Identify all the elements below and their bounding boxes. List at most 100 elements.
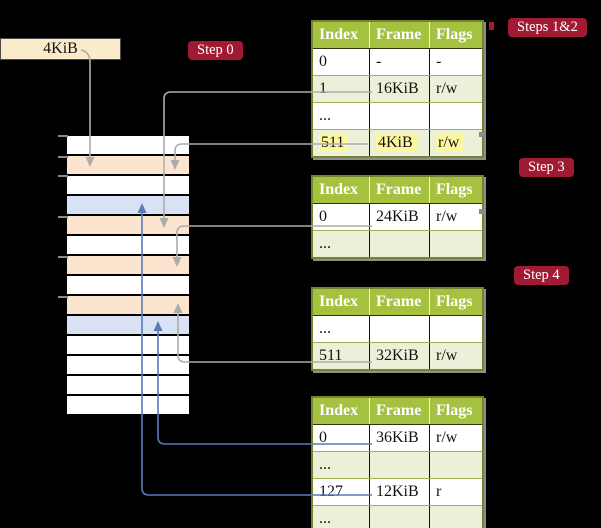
column-header: Frame bbox=[370, 289, 430, 315]
tick-mark bbox=[58, 296, 68, 298]
table-cell: r bbox=[436, 483, 442, 500]
table-cell bbox=[430, 103, 482, 129]
table-cell bbox=[430, 316, 482, 342]
table-row: ... bbox=[313, 505, 482, 528]
memory-frame-row bbox=[67, 376, 189, 394]
table-cell: - bbox=[370, 49, 430, 75]
table-cell bbox=[370, 103, 430, 129]
table-cell: r/w bbox=[436, 208, 458, 225]
column-header: Index bbox=[313, 398, 370, 424]
table-cell: r/w bbox=[436, 429, 458, 446]
table-cell: ... bbox=[313, 452, 370, 478]
table-cell: r/w bbox=[430, 130, 482, 156]
table-cell bbox=[370, 316, 430, 342]
table-cell: 32KiB bbox=[370, 343, 430, 369]
column-header: Frame bbox=[370, 398, 430, 424]
table-row: 511 4KiB r/w bbox=[313, 129, 482, 156]
table-cell: 511 bbox=[313, 343, 370, 369]
badge-step-4: Step 4 bbox=[514, 266, 569, 285]
table-cell: r/w bbox=[436, 347, 458, 364]
root-table-address-box: 4KiB bbox=[0, 38, 121, 60]
table-cell: r/w bbox=[436, 80, 458, 97]
table-cell: 0 bbox=[313, 204, 370, 230]
highlighted-value: 511 bbox=[319, 134, 349, 152]
badge-step-0: Step 0 bbox=[188, 41, 243, 60]
column-header: Frame bbox=[370, 177, 430, 203]
table-cell bbox=[430, 506, 482, 528]
table-cell: - bbox=[436, 53, 442, 70]
table-cell bbox=[370, 506, 430, 528]
column-header: Index bbox=[313, 177, 370, 203]
badge-step-3: Step 3 bbox=[519, 158, 574, 177]
table-row: ... bbox=[313, 102, 482, 129]
table-row: ... bbox=[313, 316, 482, 342]
memory-frame-row bbox=[67, 336, 189, 354]
tick-mark bbox=[58, 175, 68, 177]
table-cell: 24KiB bbox=[370, 204, 430, 230]
badge-steps-1-2: Steps 1&2 bbox=[508, 18, 587, 37]
column-header: Flags bbox=[436, 181, 473, 198]
table-cell: 127 bbox=[313, 479, 370, 505]
table-cell: 1 bbox=[313, 76, 370, 102]
table-cell: 0 bbox=[313, 425, 370, 451]
table-cell bbox=[430, 452, 482, 478]
table-cell: 511 bbox=[313, 130, 370, 156]
memory-frame-row bbox=[67, 136, 189, 154]
table-cell: 16KiB bbox=[370, 76, 430, 102]
memory-frame-row bbox=[67, 176, 189, 194]
table-cell bbox=[430, 231, 482, 257]
table-cell: ... bbox=[313, 316, 370, 342]
table-cell: ... bbox=[313, 231, 370, 257]
memory-frame-row bbox=[67, 276, 189, 294]
table-cell: 36KiB bbox=[370, 425, 430, 451]
column-header: Flags bbox=[436, 293, 473, 310]
memory-frame-row bbox=[67, 236, 189, 254]
memory-frame-row bbox=[67, 256, 189, 274]
memory-frame-row bbox=[67, 296, 189, 314]
table-cell: 12KiB bbox=[370, 479, 430, 505]
column-header: Flags bbox=[436, 26, 473, 43]
memory-frame-row bbox=[67, 196, 189, 214]
memory-frame-row bbox=[67, 156, 189, 174]
table-cell: ... bbox=[313, 506, 370, 528]
column-header: Frame bbox=[370, 22, 430, 48]
connector-stub-steps12 bbox=[489, 22, 494, 30]
table-cell bbox=[370, 452, 430, 478]
memory-frame-row bbox=[67, 216, 189, 234]
connector-stub-row0 bbox=[479, 209, 485, 214]
memory-frame-row bbox=[67, 316, 189, 334]
tick-mark bbox=[58, 135, 68, 137]
tick-mark bbox=[58, 216, 68, 218]
column-header: Flags bbox=[436, 402, 473, 419]
table-cell: ... bbox=[313, 103, 370, 129]
table-row: 0-- bbox=[313, 49, 482, 75]
column-header: Index bbox=[313, 22, 370, 48]
highlighted-value: 4KiB bbox=[376, 134, 417, 152]
table-row: ... bbox=[313, 451, 482, 478]
physical-memory-stack bbox=[67, 136, 189, 416]
table-row: ... bbox=[313, 230, 482, 257]
table-cell bbox=[370, 231, 430, 257]
memory-frame-row bbox=[67, 356, 189, 374]
tick-mark bbox=[58, 256, 68, 258]
connector-stub-row511 bbox=[479, 132, 485, 137]
memory-frame-row bbox=[67, 396, 189, 414]
table-cell: 4KiB bbox=[370, 130, 430, 156]
tick-mark bbox=[58, 156, 68, 158]
table-cell: 0 bbox=[313, 49, 370, 75]
highlighted-value: r/w bbox=[436, 134, 464, 152]
